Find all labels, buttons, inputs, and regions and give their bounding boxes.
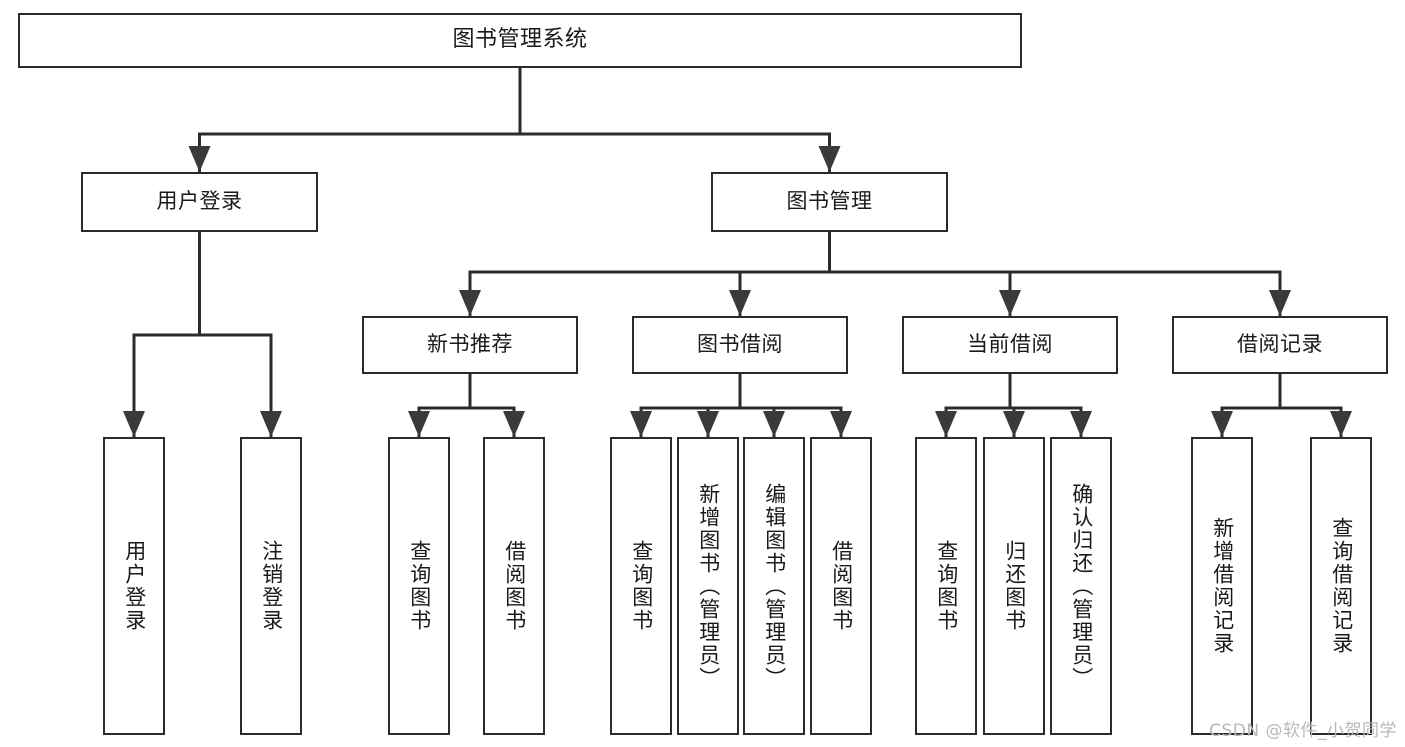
arrowhead-book-management xyxy=(818,146,841,172)
arrowhead-leaf-return-book xyxy=(1003,411,1025,437)
arrowhead-leaf-logout xyxy=(260,411,282,437)
node-leaf-edit-book[interactable]: 编辑图书（管理员） xyxy=(743,437,805,735)
node-label-leaf-return-book: 归还图书 xyxy=(1002,540,1027,632)
arrowhead-user-login xyxy=(188,146,211,172)
arrowhead-current-borrow xyxy=(999,290,1021,316)
node-label-current-borrow: 当前借阅 xyxy=(967,332,1053,357)
node-label-leaf-query-book-current: 查询图书 xyxy=(934,540,959,632)
node-label-leaf-confirm-return: 确认归还（管理员） xyxy=(1069,482,1094,690)
node-leaf-logout[interactable]: 注销登录 xyxy=(240,437,302,735)
node-leaf-query-book-recommend[interactable]: 查询图书 xyxy=(388,437,450,735)
node-leaf-add-book[interactable]: 新增图书（管理员） xyxy=(677,437,739,735)
node-book-management[interactable]: 图书管理 xyxy=(711,172,948,232)
node-leaf-query-book-current[interactable]: 查询图书 xyxy=(915,437,977,735)
node-label-leaf-borrow-book-recommend: 借阅图书 xyxy=(502,540,527,632)
node-label-new-book-recommend: 新书推荐 xyxy=(427,332,513,357)
arrowhead-new-book-recommend xyxy=(459,290,481,316)
node-new-book-recommend[interactable]: 新书推荐 xyxy=(362,316,578,374)
node-label-leaf-query-book-recommend: 查询图书 xyxy=(407,540,432,632)
watermark: CSDN @软件_小贺同学 xyxy=(1209,721,1397,741)
arrowhead-leaf-query-borrow-record xyxy=(1330,411,1352,437)
arrowhead-leaf-query-book-recommend xyxy=(408,411,430,437)
node-label-leaf-edit-book: 编辑图书（管理员） xyxy=(762,482,787,690)
node-leaf-borrow-book[interactable]: 借阅图书 xyxy=(810,437,872,735)
node-leaf-query-book-borrow[interactable]: 查询图书 xyxy=(610,437,672,735)
node-book-borrow[interactable]: 图书借阅 xyxy=(632,316,848,374)
arrowhead-leaf-add-borrow-record xyxy=(1211,411,1233,437)
arrowhead-book-borrow xyxy=(729,290,751,316)
node-label-leaf-logout: 注销登录 xyxy=(259,540,284,632)
node-label-user-login: 用户登录 xyxy=(156,189,243,214)
node-root[interactable]: 图书管理系统 xyxy=(18,13,1022,68)
node-leaf-return-book[interactable]: 归还图书 xyxy=(983,437,1045,735)
arrowhead-leaf-confirm-return xyxy=(1070,411,1092,437)
node-label-leaf-query-borrow-record: 查询借阅记录 xyxy=(1329,517,1354,655)
node-user-login[interactable]: 用户登录 xyxy=(81,172,318,232)
node-label-root: 图书管理系统 xyxy=(452,27,588,53)
arrowhead-leaf-borrow-book-recommend xyxy=(503,411,525,437)
node-leaf-borrow-book-recommend[interactable]: 借阅图书 xyxy=(483,437,545,735)
node-leaf-query-borrow-record[interactable]: 查询借阅记录 xyxy=(1310,437,1372,735)
node-borrow-record[interactable]: 借阅记录 xyxy=(1172,316,1388,374)
node-leaf-confirm-return[interactable]: 确认归还（管理员） xyxy=(1050,437,1112,735)
node-label-leaf-borrow-book: 借阅图书 xyxy=(829,540,854,632)
node-label-book-borrow: 图书借阅 xyxy=(697,332,783,357)
node-label-leaf-query-book-borrow: 查询图书 xyxy=(629,540,654,632)
node-leaf-add-borrow-record[interactable]: 新增借阅记录 xyxy=(1191,437,1253,735)
node-label-leaf-user-login: 用户登录 xyxy=(122,540,147,632)
node-current-borrow[interactable]: 当前借阅 xyxy=(902,316,1118,374)
node-label-borrow-record: 借阅记录 xyxy=(1237,332,1323,357)
node-label-leaf-add-book: 新增图书（管理员） xyxy=(696,482,721,690)
arrowhead-leaf-user-login xyxy=(123,411,145,437)
arrowhead-leaf-query-book-current xyxy=(935,411,957,437)
arrowhead-leaf-add-book xyxy=(697,411,719,437)
arrowhead-leaf-edit-book xyxy=(763,411,785,437)
node-label-leaf-add-borrow-record: 新增借阅记录 xyxy=(1210,517,1235,655)
node-label-book-management: 图书管理 xyxy=(786,189,873,214)
node-leaf-user-login[interactable]: 用户登录 xyxy=(103,437,165,735)
arrowhead-leaf-query-book-borrow xyxy=(630,411,652,437)
arrowhead-borrow-record xyxy=(1269,290,1291,316)
arrowhead-leaf-borrow-book xyxy=(830,411,852,437)
